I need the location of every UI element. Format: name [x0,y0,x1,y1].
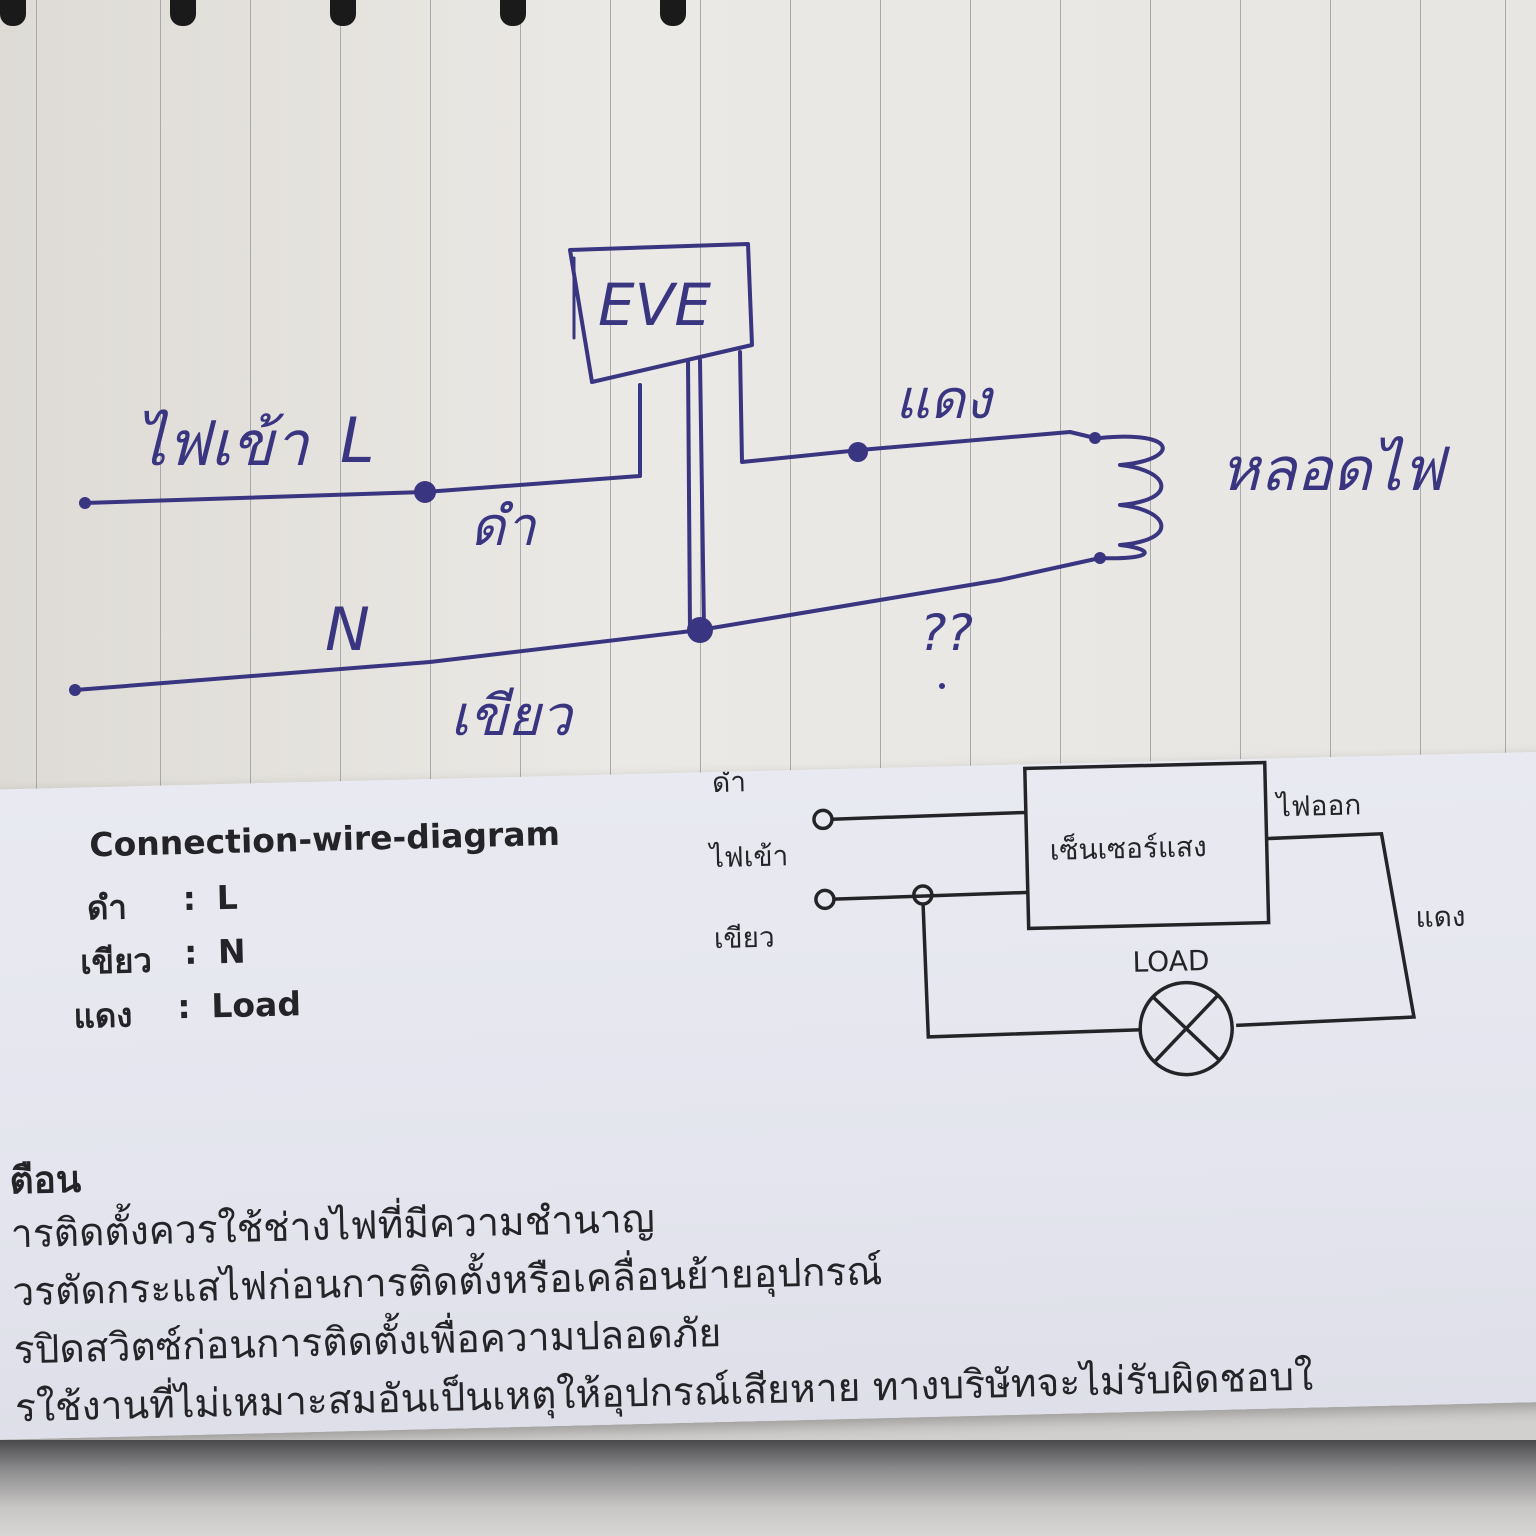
ruled-line [160,0,161,830]
ruled-line [520,0,521,830]
ruled-line [1150,0,1151,830]
ruled-line [340,0,341,830]
printed-line-in-label: ไฟเข้า [707,839,788,874]
hand-drawn-diagram: EVE ไฟเข้า L ดำ N เขียว แดง หลอดไฟ ?? [69,242,1450,749]
live-label: L [340,404,375,477]
terminal-black [812,808,834,831]
ruled-line [36,0,37,830]
load-lamp-cross [1152,994,1221,1063]
ruled-line [1420,0,1421,830]
printed-load-label: LOAD [1132,944,1210,979]
terminal-dot [1094,552,1106,564]
red-load-wire [1236,831,1417,1028]
ruled-line [790,0,791,830]
green-label: เขียว [450,684,575,749]
ruled-line [880,0,881,830]
eve-box [568,242,754,384]
spiral-ring [0,0,26,26]
instruction-sheet: Connection-wire-diagram ดำ : L เขียว : N… [0,751,1536,1440]
neutral-drop-wire [686,358,706,632]
ruled-line [610,0,611,830]
green-return-wire [921,903,1142,1039]
ruled-line [1240,0,1241,830]
spiral-ring [660,0,686,26]
black-wire [831,810,1026,821]
junction-dot [687,617,713,643]
green-wire [833,890,1028,901]
printed-green-label: เขียว [713,921,775,955]
printed-line-out-label: ไฟออก [1274,788,1361,823]
spiral-ring [170,0,196,26]
sensor-box [1022,760,1271,931]
lamp-coil [1098,434,1165,561]
ruled-line [250,0,251,830]
spiral-ring [330,0,356,26]
ruled-line [1505,0,1506,830]
ruled-line [1330,0,1331,830]
printed-red-label: แดง [1415,900,1466,934]
black-label: ดำ [470,495,537,558]
neutral-label: N [325,595,370,665]
ruled-line [430,0,431,830]
terminal-dot [79,497,91,509]
eve-label: EVE [598,271,711,339]
live-wire [83,383,642,505]
red-label: แดง [895,368,995,431]
spiral-ring [500,0,526,26]
page-shadow-band [0,1440,1536,1536]
load-lamp-icon [1138,980,1234,1077]
printed-sensor-label: เซ็นเซอร์แสง [1049,829,1207,867]
ruled-line [1060,0,1061,830]
notebook-page [0,0,1536,830]
lamp-label: หลอดไฟ [1220,435,1450,505]
terminal-dot [1089,432,1101,444]
ruled-line [970,0,971,830]
question-label: ?? [920,604,973,662]
terminal-green [814,888,836,911]
junction-dot [414,481,436,503]
ink-dot [939,683,945,689]
junction-dot [848,442,868,462]
terminal-dot [69,684,81,696]
printed-schematic: ดำ ไฟเข้า เขียว เซ็นเซอร์แสง ไฟออก แดง L… [707,760,1466,1077]
line-in-label: ไฟเข้า [135,407,311,480]
